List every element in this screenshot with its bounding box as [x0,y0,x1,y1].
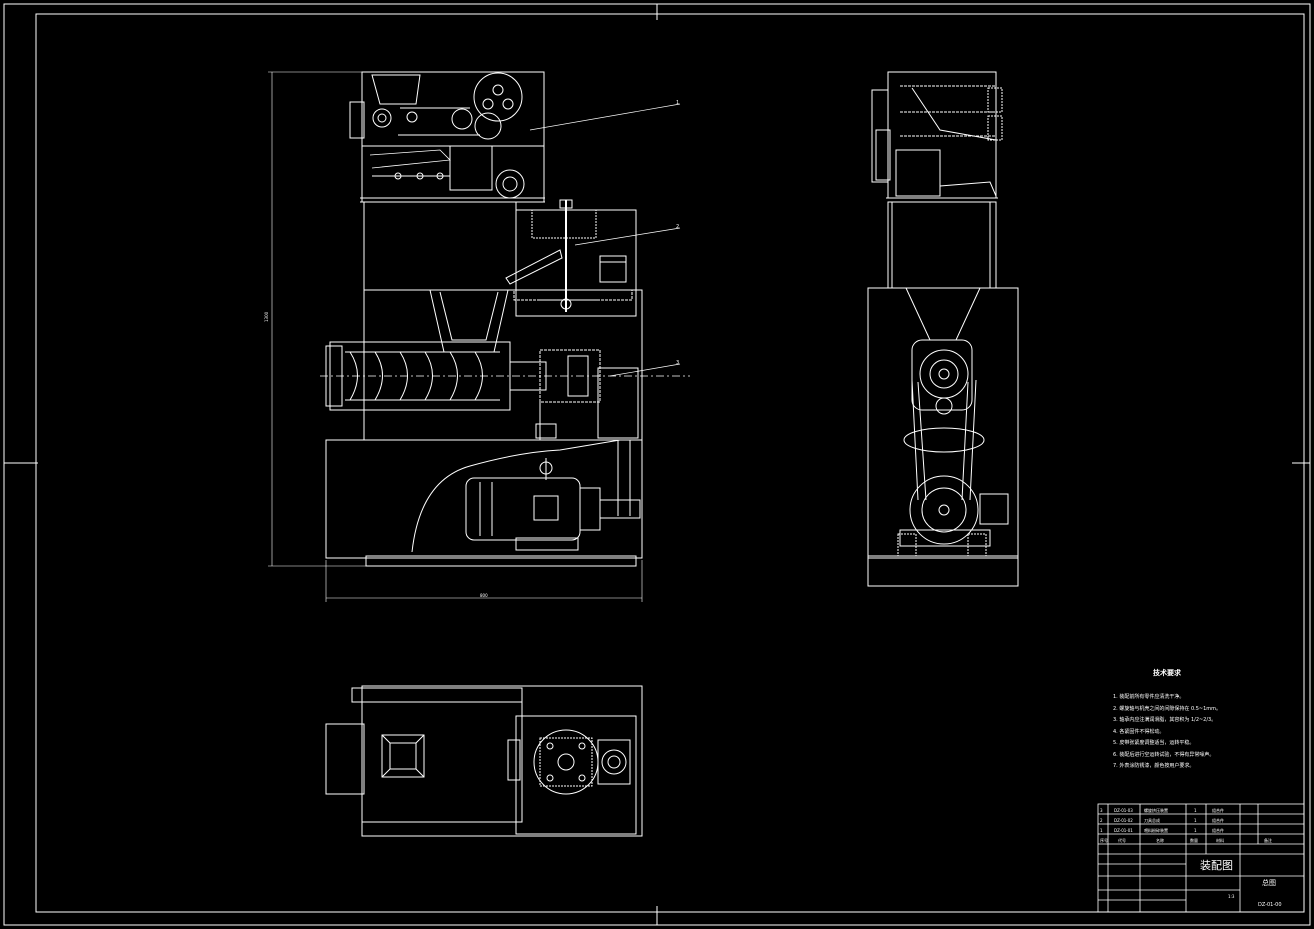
svg-text:螺旋挤压装置: 螺旋挤压装置 [1144,807,1168,813]
outer-frame [3,3,1311,926]
svg-text:DZ-01-01: DZ-01-01 [1114,828,1133,833]
svg-text:DZ-01-03: DZ-01-03 [1114,808,1133,813]
sheet-label: 总图 [1262,878,1276,887]
svg-text:DZ-01-02: DZ-01-02 [1114,818,1133,823]
side-view [867,71,1019,587]
requirement-item: 4. 各紧固件不得松动。 [1113,728,1165,735]
svg-text:刀具总成: 刀具总成 [1144,817,1160,823]
requirement-item: 1. 装配前所有零件应清洗干净。 [1113,694,1185,700]
height-dimension: 1300 [264,311,269,322]
parts-list: 3 DZ-01-03 螺旋挤压装置 1 组合件 2 DZ-01-02 刀具总成 … [1100,807,1272,843]
drawing-name: 装配图 [1200,859,1233,872]
width-dimension: 800 [480,593,488,598]
technical-requirements: 技术要求 1. 装配前所有零件应清洗干净。 2. 螺旋轴与机壳之间的间隙保持在 … [1113,668,1303,773]
front-view [268,71,690,602]
svg-text:1: 1 [1194,818,1197,823]
svg-text:序号: 序号 [1100,837,1108,843]
svg-text:1: 1 [1194,828,1197,833]
svg-text:名称: 名称 [1156,837,1164,843]
svg-text:组合件: 组合件 [1212,807,1224,813]
svg-text:组合件: 组合件 [1212,827,1224,833]
svg-text:2: 2 [1100,818,1103,823]
svg-text:代号: 代号 [1118,837,1126,843]
leader-label-2: 2 [676,224,679,230]
drawing-number: DZ-01-00 [1258,902,1282,908]
svg-text:材料: 材料 [1216,837,1224,843]
svg-text:1: 1 [1100,828,1103,833]
requirement-item: 3. 轴承内应注满润滑脂，其容积为 1/2~2/3。 [1113,717,1217,723]
leader-label-3: 3 [676,360,679,366]
svg-text:备注: 备注 [1264,837,1272,843]
svg-text:3: 3 [1100,808,1103,813]
requirement-item: 7. 外表涂防锈漆，颜色按用户要求。 [1113,763,1195,769]
title-block [1097,803,1305,913]
svg-text:数量: 数量 [1190,837,1198,843]
requirement-item: 2. 螺旋轴与机壳之间的间隙保持在 0.5~1mm。 [1113,705,1222,712]
technical-requirements-heading: 技术要求 [1153,669,1181,677]
scale-value: 1:3 [1228,894,1235,899]
top-view [325,685,643,837]
svg-text:组合件: 组合件 [1212,817,1224,823]
drawing-frame [35,13,1305,913]
requirement-item: 5. 皮带张紧度调整适当，运转平稳。 [1113,740,1195,746]
requirement-item: 6. 装配后进行空运转试验，不得有异常噪声。 [1113,751,1215,758]
svg-text:喂料粉碎装置: 喂料粉碎装置 [1144,827,1168,833]
leader-label-1: 1 [676,100,679,106]
svg-text:1: 1 [1194,808,1197,813]
